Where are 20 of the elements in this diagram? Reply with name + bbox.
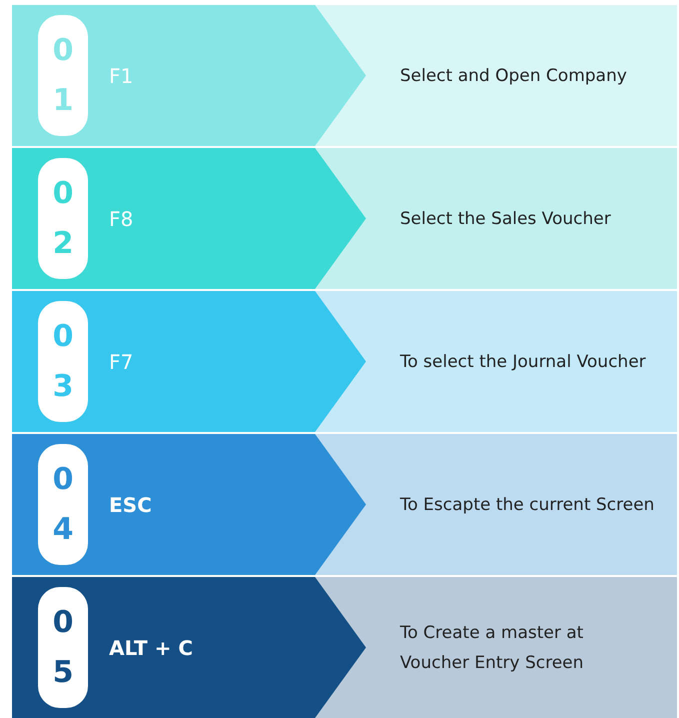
step-description: Select and Open Company: [400, 64, 628, 88]
shortcut-key: ESC: [109, 492, 152, 516]
step-description: To Create a master at Voucher Entry Screen: [400, 622, 585, 674]
step-description: To Escapte the current Screen: [400, 494, 656, 516]
number-badge: 05: [38, 587, 88, 708]
shortcut-key: F8: [109, 206, 134, 230]
step-description: Select the Sales Voucher: [400, 208, 612, 230]
step-description: To select the Journal Voucher: [400, 350, 647, 374]
shortcut-key: F1: [109, 64, 134, 88]
description-band: [315, 577, 677, 718]
description-band: [315, 291, 677, 432]
shortcut-key: F7: [109, 350, 134, 374]
description-band: [315, 5, 677, 146]
description-band: [315, 148, 677, 289]
number-badge: 01: [38, 15, 88, 136]
description-band: [315, 434, 677, 575]
shortcut-key: ALT + C: [109, 636, 193, 660]
number-badge: 04: [38, 444, 88, 565]
number-badge: 02: [38, 158, 88, 279]
number-badge: 03: [38, 301, 88, 422]
